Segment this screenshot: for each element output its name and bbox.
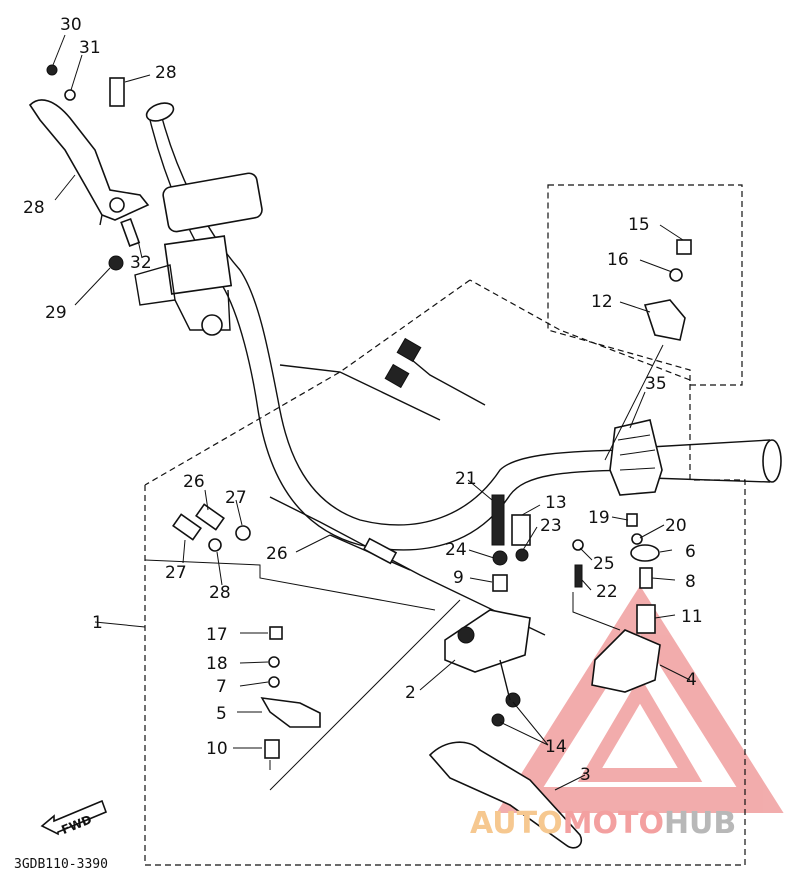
watermark-text: AUTOMOTOHUB	[470, 806, 736, 841]
switch-detail-boundary	[547, 184, 743, 386]
part-label: 27	[225, 488, 247, 508]
part-label: 32	[130, 253, 152, 273]
part-label: 4	[686, 670, 697, 690]
part-label: 13	[545, 493, 567, 513]
part-label: 19	[588, 508, 610, 528]
handlebar	[145, 102, 782, 551]
part-label: 28	[23, 198, 45, 218]
part-label: 16	[607, 250, 629, 270]
part-label: 5	[216, 704, 227, 724]
watermark-logo	[496, 585, 784, 813]
part-label: 8	[685, 572, 696, 592]
part-label: 22	[596, 582, 618, 602]
cables	[269, 337, 546, 636]
part-label: 7	[216, 677, 227, 697]
bracket	[591, 629, 661, 693]
hardware	[46, 64, 692, 759]
part-label: 28	[209, 583, 231, 603]
part-label: 24	[445, 540, 467, 560]
part-label: 17	[206, 625, 228, 645]
part-label: 26	[183, 472, 205, 492]
leader-lines	[52, 34, 691, 791]
part-label: 35	[645, 374, 667, 394]
part-label: 9	[453, 568, 464, 588]
clutch-lever	[28, 99, 150, 247]
watermark-hub: HUB	[663, 806, 737, 841]
part-label: 10	[206, 739, 228, 759]
part-label: 21	[455, 469, 477, 489]
watermark-moto: MOTO	[562, 806, 664, 841]
part-label: 23	[540, 516, 562, 536]
part-label: 28	[155, 63, 177, 83]
part-label: 1	[92, 613, 103, 633]
part-label: 11	[681, 607, 703, 627]
drawing-code: 3GDB110-3390	[14, 857, 108, 872]
fwd-arrow-icon: FWD	[40, 800, 108, 837]
part-label: 26	[266, 544, 288, 564]
part-label: 12	[591, 292, 613, 312]
part-label: 3	[580, 765, 591, 785]
part-label: 20	[665, 516, 687, 536]
brake-lever	[428, 741, 583, 849]
part-label: 18	[206, 654, 228, 674]
part-label: 2	[405, 683, 416, 703]
right-switch	[609, 419, 663, 496]
part-label: 6	[685, 542, 696, 562]
part-label: 30	[60, 15, 82, 35]
part-label: 25	[593, 554, 615, 574]
part-label: 29	[45, 303, 67, 323]
part-label: 14	[545, 737, 567, 757]
watermark-auto: AUTO	[470, 806, 563, 841]
part-label: 27	[165, 563, 187, 583]
master-cylinder	[444, 609, 531, 701]
left-switch-housing	[134, 172, 263, 336]
part-label: 31	[79, 38, 101, 58]
part-label: 15	[628, 215, 650, 235]
part-number-labels: 30 31 28 28 32 29 15 16 12 35 21 13 23 2…	[23, 15, 703, 785]
